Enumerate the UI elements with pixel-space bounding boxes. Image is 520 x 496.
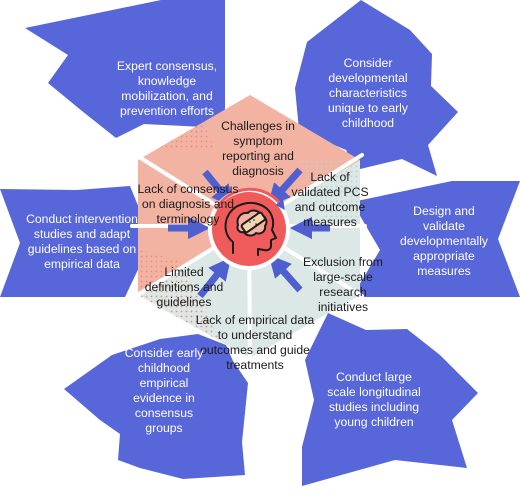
recommendation-arrow-bottom-right (302, 313, 478, 486)
connector-arrow-bottom-left (197, 257, 231, 299)
challenge-empirical-label: Lack of empirical data to understand out… (195, 313, 315, 372)
recommendation-arrow-top-left (25, 0, 225, 138)
connector-arrow-top-left (202, 169, 235, 208)
connector-arrow-top-right (267, 167, 303, 207)
recommendation-arrow-top-right (295, 0, 458, 176)
recommendation-arrow-bottom-left (64, 334, 248, 479)
challenge-symptom-label: Challenges in symptom reporting and diag… (221, 119, 295, 178)
challenge-consensus-label: Lack of consensus on diagnosis and termi… (137, 181, 239, 226)
connector-arrows (168, 167, 330, 299)
connector-arrow-bottom-right (268, 254, 303, 293)
center-hub (208, 187, 290, 270)
center-ring-arrow (214, 187, 285, 210)
recommendation-top-left-label: Expert consensus, knowledge mobilization… (116, 59, 218, 118)
dot-texture-upper-right (300, 160, 360, 230)
recommendation-bottom-right-label: Conduct large scale longitudinal studies… (327, 370, 421, 429)
recommendation-left-label: Conduct intervention studies and adapt g… (26, 212, 138, 271)
segment-symptom-top (138, 95, 360, 226)
recommendation-top-right-label: Consider developmental characteristics u… (328, 55, 408, 130)
recommendation-right-label: Design and validate developmentally appr… (399, 204, 489, 278)
recommendation-arrow-right (352, 181, 520, 297)
recommendation-bottom-left-label: Consider early childhood empirical evide… (124, 346, 204, 435)
challenge-pcs-label: Lack of validated PCS and outcome measur… (291, 170, 369, 229)
recommendation-arrow-left (0, 186, 152, 297)
brain-head-bandage-icon (224, 201, 277, 256)
recommendation-arrows (0, 0, 520, 486)
challenge-definitions-label: Limited definitions and guidelines (144, 264, 224, 309)
challenge-exclusion-label: Exclusion from large-scale research init… (303, 255, 383, 314)
